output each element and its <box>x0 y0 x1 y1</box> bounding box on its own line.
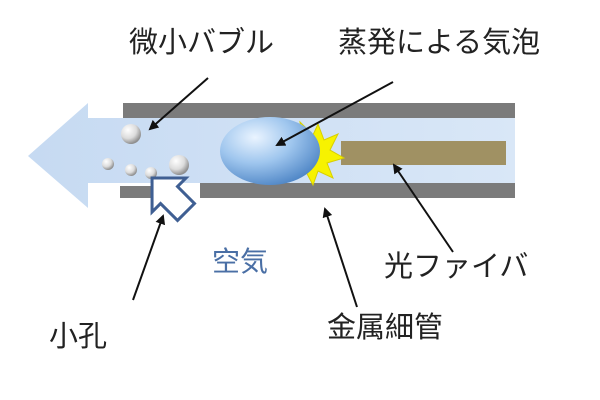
leader-line-metal-tube <box>322 207 358 308</box>
tube-wall-bottom <box>200 183 515 198</box>
leader-line-micro-bubbles <box>148 77 209 131</box>
label-air: 空気 <box>212 245 269 278</box>
label-vapor-bubble: 蒸発による気泡 <box>338 25 541 59</box>
micro-bubble <box>169 155 189 175</box>
tube-wall-bottom-left-stub <box>120 186 160 198</box>
label-optical-fiber: 光ファイバ <box>384 249 529 283</box>
micro-bubble <box>125 164 137 176</box>
label-micro-bubbles: 微小バブル <box>129 25 275 59</box>
leader-line-vapor-bubble <box>275 81 394 146</box>
leader-line-small-hole <box>132 214 166 301</box>
optical-fiber-core <box>341 141 506 165</box>
micro-bubble <box>121 124 141 144</box>
label-small-hole: 小孔 <box>49 319 108 353</box>
label-metal-tube: 金属細管 <box>327 310 444 344</box>
micro-bubble <box>102 158 114 170</box>
leader-line-optical-fiber <box>392 163 454 253</box>
air-inflow-arrow-icon <box>150 176 197 223</box>
tube-wall-top <box>123 103 515 118</box>
vapor-bubble <box>220 117 320 185</box>
micro-bubble <box>145 167 157 179</box>
